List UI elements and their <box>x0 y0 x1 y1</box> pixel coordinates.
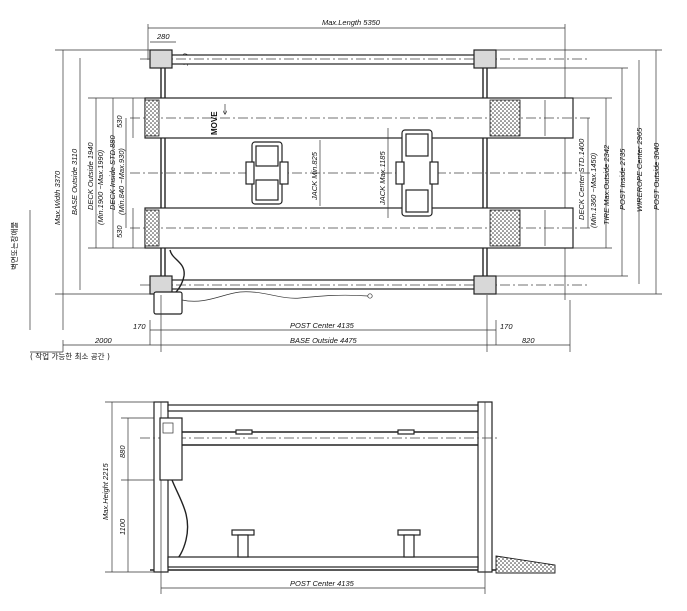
base-outside-h-label: BASE Outside 4475 <box>290 336 358 345</box>
post-center-label: POST Center 4135 <box>290 321 355 330</box>
post-bottom-left <box>149 275 173 295</box>
side-power-unit <box>159 417 183 481</box>
max-length-label: Max.Length 5350 <box>322 18 381 27</box>
max-height-label: Max.Height 2215 <box>101 462 110 520</box>
dim-170-right-label: 170 <box>500 322 513 331</box>
side-view: Max.Height 2215 880 1100 POST Center 413… <box>101 401 556 594</box>
deck-inside-range-label: (Min.840 ~Max.930) <box>117 148 126 215</box>
jack-right <box>395 129 439 217</box>
jack-max-label: JACK Max.1185 <box>378 151 387 206</box>
post-top-right <box>473 49 497 69</box>
deck-center-range-label: (Min.1360 ~Max.1450) <box>589 152 598 228</box>
side-top-beam <box>167 404 479 412</box>
bottom-base-rail <box>157 279 489 290</box>
side-jack-left <box>231 529 255 558</box>
dim-2000-label: 2000 <box>94 336 113 345</box>
dim-820-label: 820 <box>522 336 535 345</box>
move-label: MOVE <box>210 111 219 135</box>
post-bottom-right <box>473 275 497 295</box>
side-jack-right <box>397 529 421 558</box>
post-top-left <box>149 49 173 69</box>
dim-530-bottom-label: 530 <box>115 225 124 238</box>
dim-530-top-label: 530 <box>115 115 124 128</box>
jack-left <box>245 141 289 205</box>
jack-min-label: JACK Min.825 <box>310 151 319 201</box>
post-outside-label: POST Outside 3040 <box>652 142 661 210</box>
side-lowered-runway <box>167 556 479 568</box>
top-view: Max.Length 5350 280 170 <box>9 18 662 361</box>
deck-center-label: DECK Center STD.1400 <box>577 138 586 220</box>
dim-280-label: 280 <box>156 32 170 41</box>
base-outside-v-label: BASE Outside 3110 <box>70 148 79 215</box>
dim-880-label: 880 <box>118 445 127 458</box>
wirerope-center-label: WIREROPE Center 2965 <box>635 127 644 212</box>
tire-max-outside-label: TIRE Max.Outside 2342 <box>602 144 611 225</box>
dim-1100-label: 1100 <box>118 518 127 535</box>
post-inside-label: POST Inside 2735 <box>618 148 627 210</box>
deck-inside-label: DECK Inside STD.880 <box>108 135 117 210</box>
deck-outside-range-label: (Min.1900 ~Max.1990) <box>96 149 105 225</box>
side-post-center-label: POST Center 4135 <box>290 579 355 588</box>
max-width-label: Max.Width 3370 <box>53 170 62 225</box>
deck-outside-label: DECK Outside 1940 <box>86 142 95 210</box>
dim-170-left-label: 170 <box>133 322 146 331</box>
top-base-rail <box>157 54 489 65</box>
power-unit <box>153 291 183 315</box>
min-work-space-label: ( 작업 가능한 최소 공간 ) <box>30 351 110 361</box>
wall-obstacle-label: 벽면또는장애물 <box>9 222 19 270</box>
